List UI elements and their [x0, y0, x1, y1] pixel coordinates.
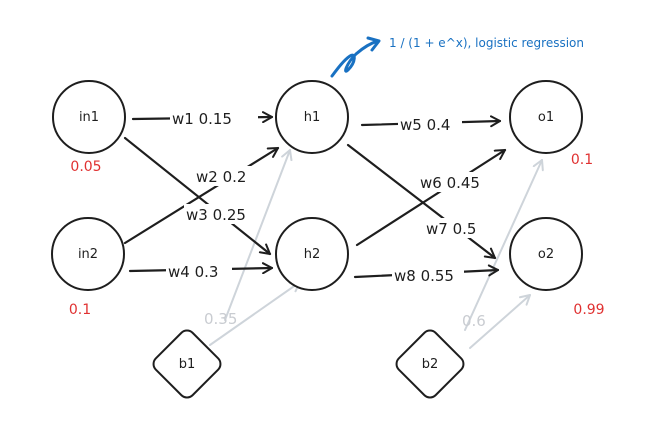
weight-label-w4: w4 0.3	[168, 263, 218, 281]
weight-label-w5: w5 0.4	[400, 116, 450, 134]
edge-in1-h2	[123, 136, 272, 256]
value-o1: 0.1	[571, 152, 593, 168]
node-label-b1: b1	[179, 357, 196, 372]
node-o2: o2	[509, 217, 583, 291]
value-o2: 0.99	[573, 302, 604, 318]
weight-label-w3: w3 0.25	[186, 206, 246, 224]
node-values: 0.05 0.1 0.1 0.99	[69, 152, 605, 318]
node-label-h1: h1	[304, 110, 321, 125]
edge-h2-o1	[355, 148, 507, 247]
weight-label-b1: 0.35	[204, 310, 237, 328]
edge-b2-o1	[464, 159, 544, 331]
edge-b1-h1	[224, 149, 293, 321]
node-label-o1: o1	[538, 110, 554, 125]
edge-h1-o2	[346, 143, 497, 260]
node-h2: h2	[275, 217, 349, 291]
node-b1: b1	[152, 329, 222, 399]
weight-label-w1: w1 0.15	[172, 110, 232, 128]
weight-label-w6: w6 0.45	[420, 174, 480, 192]
curved-arrow-head	[366, 36, 381, 52]
annotation: 1 / (1 + e^x), logistic regression	[330, 36, 584, 78]
weight-label-w7: w7 0.5	[426, 220, 476, 238]
edge-b1-h2	[209, 281, 301, 346]
node-o1: o1	[509, 80, 583, 154]
value-in1: 0.05	[70, 159, 101, 175]
node-in2: in2	[51, 217, 125, 291]
node-b2: b2	[395, 329, 465, 399]
node-label-b2: b2	[422, 357, 439, 372]
weight-label-b2: 0.6	[462, 312, 486, 330]
node-label-in2: in2	[78, 247, 98, 262]
edge-b2-o2	[469, 294, 531, 349]
node-label-o2: o2	[538, 247, 554, 262]
edge-in2-h1	[123, 146, 280, 245]
node-label-h2: h2	[304, 247, 321, 262]
weight-label-w8: w8 0.55	[394, 267, 454, 285]
node-in1: in1	[52, 80, 126, 154]
curved-arrow-icon	[330, 39, 380, 78]
weight-label-w2: w2 0.2	[196, 168, 246, 186]
weight-labels: w1 0.15 w2 0.2 w3 0.25 w4 0.3 w5 0.4 w6 …	[166, 108, 490, 330]
bias-edges	[209, 149, 544, 349]
node-label-in1: in1	[79, 110, 99, 125]
value-in2: 0.1	[69, 302, 91, 318]
annotation-text: 1 / (1 + e^x), logistic regression	[389, 36, 584, 50]
node-h1: h1	[275, 80, 349, 154]
